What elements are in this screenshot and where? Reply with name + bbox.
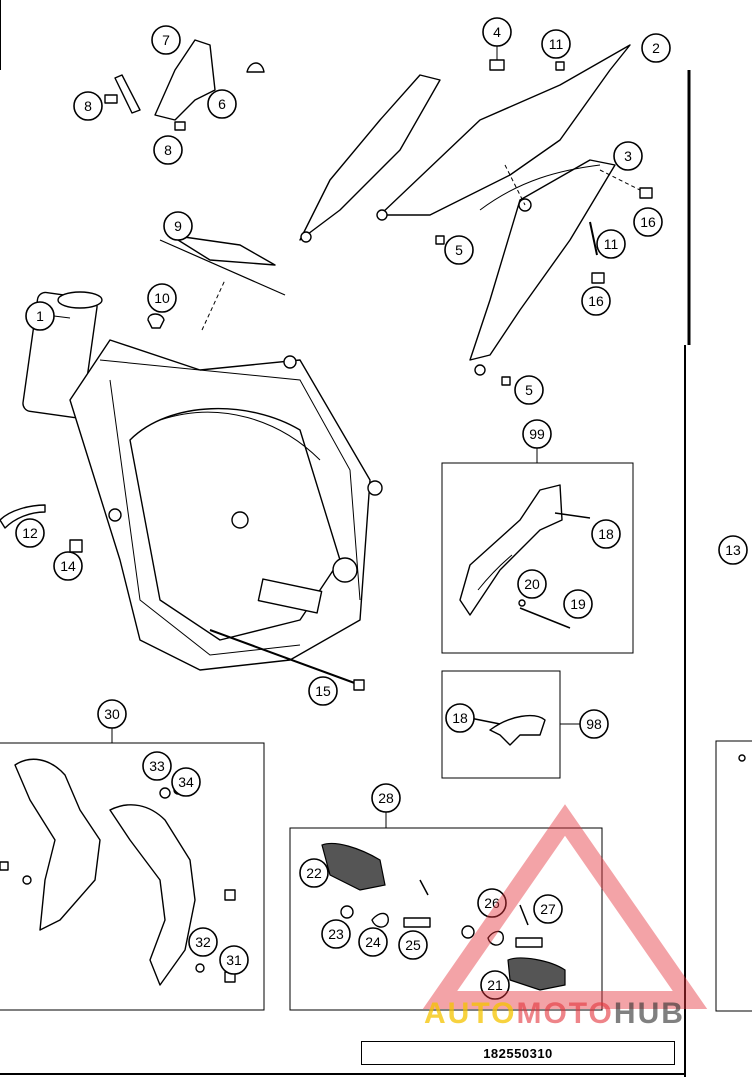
callout-1-label: 1 <box>36 308 44 324</box>
callout-11b: 11 <box>596 229 626 259</box>
callout-25-label: 25 <box>405 937 421 953</box>
watermark-logo: AUTOMOTOHUB <box>424 997 685 1031</box>
page-border <box>0 0 691 1077</box>
callout-26: 26 <box>477 888 507 918</box>
callout-2-label: 2 <box>652 40 660 56</box>
callout-22: 22 <box>299 858 329 888</box>
callout-25: 25 <box>398 930 428 960</box>
kit-box-99 <box>441 446 634 654</box>
reference-number-box: 182550310 <box>361 1041 675 1065</box>
callout-11b-label: 11 <box>604 236 619 252</box>
callout-18a-label: 18 <box>598 526 614 542</box>
callout-15: 15 <box>308 676 338 706</box>
callout-31: 31 <box>219 945 249 975</box>
callout-12: 12 <box>15 518 45 548</box>
callout-4-label: 4 <box>493 24 501 40</box>
callout-28: 28 <box>371 783 401 813</box>
callout-21: 21 <box>480 970 510 1000</box>
callout-10-label: 10 <box>154 290 170 306</box>
callout-31-label: 31 <box>226 952 242 968</box>
callout-30: 30 <box>97 699 127 729</box>
callout-8b-label: 8 <box>164 142 172 158</box>
callout-2: 2 <box>641 33 671 63</box>
callout-20-label: 20 <box>524 576 540 592</box>
callout-8a-label: 8 <box>84 98 92 114</box>
callout-18b-label: 18 <box>452 710 468 726</box>
callout-16b-label: 16 <box>588 293 604 309</box>
callout-33: 33 <box>142 751 172 781</box>
callout-24: 24 <box>358 927 388 957</box>
callout-32: 32 <box>188 927 218 957</box>
callout-12-label: 12 <box>22 525 38 541</box>
callout-19-label: 19 <box>570 596 586 612</box>
callout-1: 1 <box>25 301 55 331</box>
callout-26-label: 26 <box>484 895 500 911</box>
subframe-drawing <box>299 44 631 376</box>
callout-5b-label: 5 <box>525 382 533 398</box>
callout-99: 99 <box>522 419 552 449</box>
callout-5a: 5 <box>444 235 474 265</box>
callout-27: 27 <box>533 894 563 924</box>
reference-number: 182550310 <box>483 1045 553 1061</box>
watermark-triangle <box>422 804 708 1009</box>
callout-14: 14 <box>53 551 83 581</box>
callout-5b: 5 <box>514 375 544 405</box>
callout-6: 6 <box>207 89 237 119</box>
watermark-hub: HUB <box>613 997 685 1030</box>
callout-9: 9 <box>163 211 193 241</box>
callout-22-label: 22 <box>306 865 322 881</box>
callout-98-label: 98 <box>586 716 602 732</box>
callout-13-label: 13 <box>725 542 741 558</box>
callout-33-label: 33 <box>149 758 165 774</box>
callout-4: 4 <box>482 17 512 47</box>
callout-6-label: 6 <box>218 96 226 112</box>
callout-18a: 18 <box>591 519 621 549</box>
callout-99-label: 99 <box>529 426 545 442</box>
callout-27-label: 27 <box>540 901 556 917</box>
callout-32-label: 32 <box>195 934 211 950</box>
right-edge-fragment <box>715 740 752 1012</box>
watermark-auto: AUTO <box>424 997 517 1030</box>
kit-box-28 <box>289 812 603 1011</box>
callout-11a: 11 <box>541 29 571 59</box>
callout-34-label: 34 <box>178 774 194 790</box>
callout-18b: 18 <box>445 703 475 733</box>
callout-16a-label: 16 <box>640 214 656 230</box>
main-frame-drawing <box>22 291 383 671</box>
callout-8a: 8 <box>73 91 103 121</box>
callout-30-label: 30 <box>104 706 120 722</box>
callout-9-label: 9 <box>174 218 182 234</box>
callout-20: 20 <box>517 569 547 599</box>
watermark-moto: MOTO <box>516 997 614 1030</box>
callout-23-label: 23 <box>328 926 344 942</box>
hardware-drawing <box>0 39 653 691</box>
callout-34: 34 <box>171 767 201 797</box>
callout-24-label: 24 <box>365 934 381 950</box>
callout-23: 23 <box>321 919 351 949</box>
callout-7: 7 <box>151 25 181 55</box>
callout-16b: 16 <box>581 286 611 316</box>
kit-box-98 <box>441 670 580 779</box>
callouts: 1 2 3 4 5 5 6 7 8 8 9 10 11 11 12 13 14 … <box>15 17 748 1000</box>
callout-21-label: 21 <box>487 977 503 993</box>
callout-5a-label: 5 <box>455 242 463 258</box>
callout-14-label: 14 <box>60 558 76 574</box>
callout-10: 10 <box>147 283 177 313</box>
callout-28-label: 28 <box>378 790 394 806</box>
callout-19: 19 <box>563 589 593 619</box>
callout-3: 3 <box>613 141 643 171</box>
callout-3-label: 3 <box>624 148 632 164</box>
callout-7-label: 7 <box>162 32 170 48</box>
callout-15-label: 15 <box>315 683 331 699</box>
callout-13: 13 <box>718 535 748 565</box>
callout-16a: 16 <box>633 207 663 237</box>
callout-98: 98 <box>579 709 609 739</box>
callout-8b: 8 <box>153 135 183 165</box>
callout-11a-label: 11 <box>549 36 564 52</box>
kit-box-30 <box>0 728 265 1011</box>
